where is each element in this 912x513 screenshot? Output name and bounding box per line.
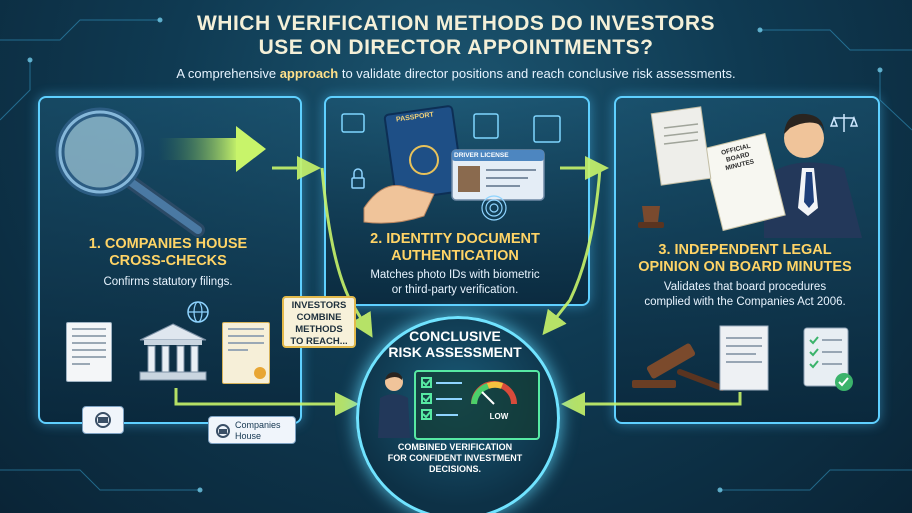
panel-3-description: Validates that board procedures complied…	[620, 280, 870, 310]
center-title: CONCLUSIVE RISK ASSESSMENT	[376, 328, 534, 360]
investors-callout: INVESTORS COMBINE METHODS TO REACH...	[282, 296, 356, 348]
callout-line-4: TO REACH...	[290, 336, 348, 347]
document-icon	[66, 322, 112, 382]
center-title-line-2: RISK ASSESSMENT	[388, 344, 522, 360]
bank-building-icon	[139, 323, 207, 381]
panel-1-description: Confirms statutory filings.	[48, 275, 288, 290]
panel-1-title-line-2: CROSS-CHECKS	[109, 253, 227, 269]
companies-house-badge: Companies House	[208, 416, 296, 444]
panel-3-title-line-2: OPINION ON BOARD MINUTES	[638, 259, 852, 275]
center-desc-line-2: FOR CONFIDENT INVESTMENT	[387, 453, 523, 463]
panel-2-desc-line-1: Matches photo IDs with biometric	[370, 269, 540, 281]
panel-identity-document	[324, 96, 590, 306]
panel-3-title: 3. INDEPENDENT LEGAL OPINION ON BOARD MI…	[620, 242, 870, 276]
dashboard-screen	[414, 370, 540, 440]
callout-line-2: COMBINE	[296, 312, 342, 323]
panel-3-desc-line-2: complied with the Companies Act 2006.	[644, 296, 846, 308]
page-subtitle: A comprehensive approach to validate dir…	[0, 66, 912, 81]
panel-2-title-line-2: AUTHENTICATION	[391, 248, 519, 264]
title-line-1: WHICH VERIFICATION METHODS DO INVESTORS	[196, 12, 716, 35]
panel-1-title: 1. COMPANIES HOUSE CROSS-CHECKS	[48, 236, 288, 270]
lawyer-reviewing-minutes-illustration	[638, 106, 862, 238]
panel-3-title-line-1: 3. INDEPENDENT LEGAL	[658, 242, 832, 258]
gavel-and-checklist-illustration	[632, 325, 853, 391]
royal-crest-badge	[82, 406, 124, 434]
panel-2-title-line-1: 2. IDENTITY DOCUMENT	[370, 231, 540, 247]
panel-1-desc-line-1: Confirms statutory filings.	[103, 276, 233, 288]
magnifying-glass-icon	[55, 107, 266, 237]
center-title-line-1: CONCLUSIVE	[409, 328, 501, 344]
crest-icon	[95, 412, 111, 428]
crest-icon	[216, 424, 230, 438]
analyst-and-gauge-illustration	[378, 372, 517, 438]
callout-line-1: INVESTORS	[291, 300, 347, 311]
title-line-2: USE ON DIRECTOR APPOINTMENTS?	[258, 36, 654, 59]
panel-1-title-line-1: 1. COMPANIES HOUSE	[88, 236, 248, 252]
subtitle-highlight: approach	[279, 66, 339, 81]
callout-line-3: METHODS	[295, 324, 343, 335]
subtitle-text-before: A comprehensive	[176, 66, 280, 81]
subtitle-text-after: to validate director positions and reach…	[338, 66, 736, 81]
panel-2-desc-line-2: or third-party verification.	[391, 284, 519, 296]
panel-2-description: Matches photo IDs with biometric or thir…	[330, 268, 580, 298]
panel-2-title: 2. IDENTITY DOCUMENT AUTHENTICATION	[330, 231, 580, 265]
identity-documents-illustration	[341, 105, 561, 224]
panel-3-desc-line-1: Validates that board procedures	[663, 281, 827, 293]
gauge-reading-label: LOW	[489, 412, 509, 421]
certificate-icon	[222, 322, 270, 384]
center-desc-line-1: COMBINED VERIFICATION	[397, 442, 513, 452]
center-desc-line-3: DECISIONS.	[428, 464, 481, 474]
companies-house-line-1: Companies	[235, 420, 281, 430]
seal-icon	[254, 367, 266, 379]
globe-icon	[187, 301, 209, 323]
companies-house-line-2: House	[235, 431, 262, 441]
driver-license-label: DRIVER LICENSE	[454, 152, 509, 159]
center-description: COMBINED VERIFICATION FOR CONFIDENT INVE…	[378, 442, 532, 475]
page-title: WHICH VERIFICATION METHODS DO INVESTORS …	[0, 12, 912, 60]
